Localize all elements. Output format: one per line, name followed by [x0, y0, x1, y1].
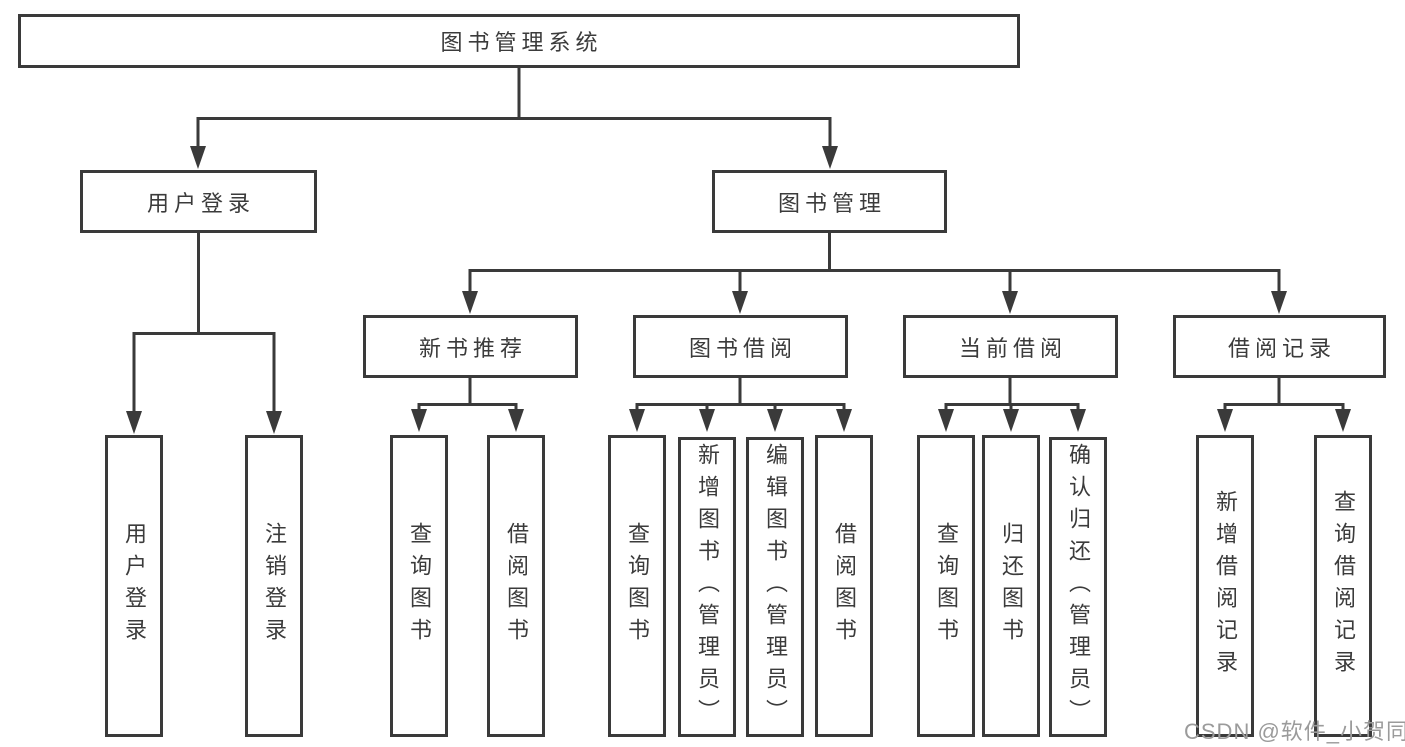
- node-root-label: 图书管理系统: [440, 30, 603, 55]
- node-new-book-recommend-label: 新书推荐: [418, 335, 527, 361]
- node-user-login-label: 用户登录: [146, 190, 255, 216]
- leaf-confirm-return-admin: 确认归还（管理员）: [1049, 437, 1107, 737]
- leaf-user-login-label: 用户登录: [122, 522, 147, 650]
- leaf-logout: 注销登录: [245, 435, 303, 737]
- node-borrow-records: 借阅记录: [1173, 315, 1386, 378]
- leaf-query-books-borrowing-label: 查询图书: [625, 522, 650, 650]
- node-root: 图书管理系统: [18, 14, 1020, 68]
- node-book-borrowing: 图书借阅: [633, 315, 848, 378]
- node-current-borrowing: 当前借阅: [903, 315, 1118, 378]
- leaf-query-books-borrowing: 查询图书: [608, 435, 666, 737]
- leaf-logout-label: 注销登录: [262, 522, 287, 650]
- leaf-add-borrow-record: 新增借阅记录: [1196, 435, 1254, 737]
- leaf-query-borrow-record-label: 查询借阅记录: [1331, 490, 1356, 682]
- leaf-query-books-current: 查询图书: [917, 435, 975, 737]
- leaf-query-books-recommend: 查询图书: [390, 435, 448, 737]
- leaf-user-login: 用户登录: [105, 435, 163, 737]
- leaf-return-books-label: 归还图书: [999, 522, 1024, 650]
- node-current-borrowing-label: 当前借阅: [958, 335, 1067, 361]
- leaf-return-books: 归还图书: [982, 435, 1040, 737]
- node-borrow-records-label: 借阅记录: [1227, 335, 1336, 361]
- leaf-borrow-books-recommend-label: 借阅图书: [504, 522, 529, 650]
- leaf-add-books-admin: 新增图书（管理员）: [678, 437, 736, 737]
- leaf-borrow-books-recommend: 借阅图书: [487, 435, 545, 737]
- leaf-query-borrow-record: 查询借阅记录: [1314, 435, 1372, 737]
- node-book-management-label: 图书管理: [777, 190, 886, 216]
- leaf-query-books-current-label: 查询图书: [934, 522, 959, 650]
- leaf-query-books-recommend-label: 查询图书: [407, 522, 432, 650]
- node-user-login: 用户登录: [80, 170, 317, 233]
- leaf-borrow-books-borrowing-label: 借阅图书: [832, 522, 857, 650]
- leaf-confirm-return-admin-label: 确认归还（管理员）: [1066, 443, 1091, 731]
- node-new-book-recommend: 新书推荐: [363, 315, 578, 378]
- watermark: CSDN @软件_小贺同学: [1184, 719, 1405, 744]
- leaf-borrow-books-borrowing: 借阅图书: [815, 435, 873, 737]
- leaf-add-books-admin-label: 新增图书（管理员）: [695, 443, 720, 731]
- node-book-management: 图书管理: [712, 170, 947, 233]
- leaf-edit-books-admin-label: 编辑图书（管理员）: [763, 443, 788, 731]
- leaf-add-borrow-record-label: 新增借阅记录: [1213, 490, 1238, 682]
- leaf-edit-books-admin: 编辑图书（管理员）: [746, 437, 804, 737]
- node-book-borrowing-label: 图书借阅: [688, 335, 797, 361]
